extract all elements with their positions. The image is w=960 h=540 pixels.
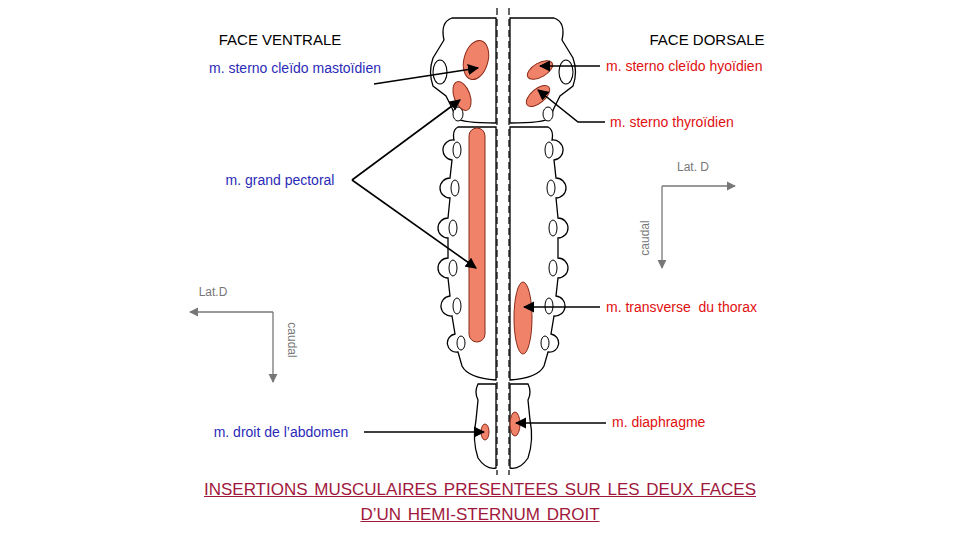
muscle-label: m. sterno cleïdo hyoïdien: [606, 58, 762, 74]
axis-label: Lat.D: [199, 286, 228, 300]
axis-label: caudal: [639, 220, 653, 255]
muscle-label: m. droit de l’abdomen: [214, 424, 349, 440]
muscle-label: m. transverse du thorax: [606, 299, 757, 315]
face-heading: FACE DORSALE: [649, 31, 764, 48]
muscle-label: m. diaphragme: [612, 414, 705, 430]
axis-label: caudal: [284, 322, 298, 357]
axis-label: Lat. D: [677, 161, 709, 175]
muscle-label: m. sterno cleïdo mastoïdien: [209, 60, 381, 76]
muscle-label: m. grand pectoral: [226, 172, 335, 188]
face-heading: FACE VENTRALE: [219, 31, 342, 48]
muscle-label: m. sterno thyroïdien: [610, 114, 734, 130]
caption: INSERTIONS MUSCULAIRES PRESENTEES SUR LE…: [190, 478, 770, 527]
